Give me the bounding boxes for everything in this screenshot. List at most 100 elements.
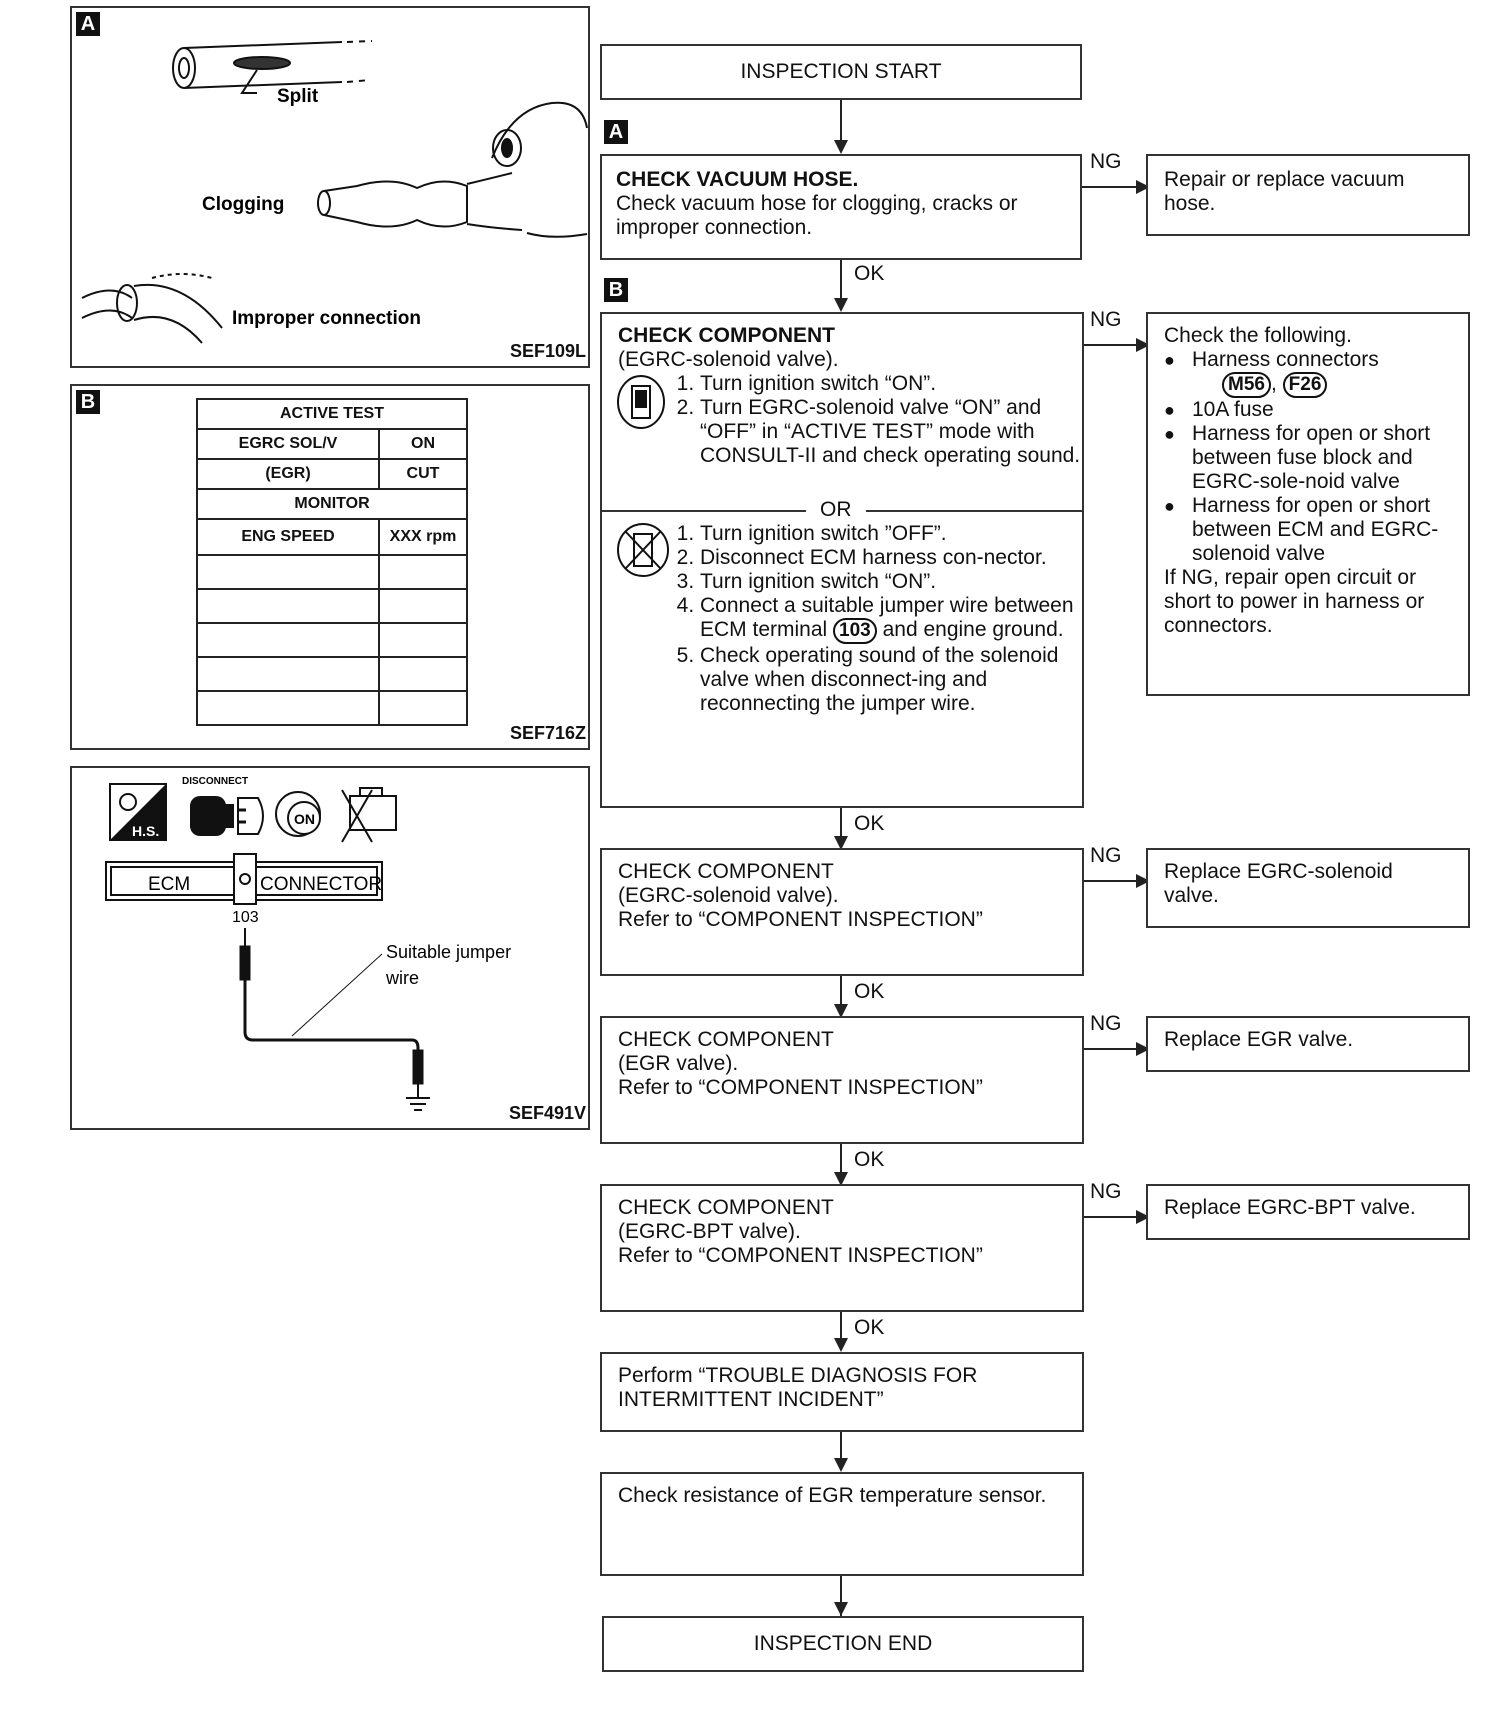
step4-line3: Refer to “COMPONENT INSPECTION”: [618, 1076, 983, 1099]
connector-m56-badge: M56: [1222, 372, 1271, 398]
check-component-solenoid-box: CHECK COMPONENT (EGRC-solenoid valve). T…: [600, 312, 1084, 808]
split-hose-drawing: [172, 40, 373, 94]
check-vacuum-hose-title: CHECK VACUUM HOSE.: [616, 168, 859, 191]
ng-label-1: NG: [1090, 150, 1122, 173]
ok-label-5: OK: [854, 1316, 885, 1339]
check-item-fuse: 10A fuse: [1164, 398, 1452, 422]
check-egr-valve-box: CHECK COMPONENT (EGR valve). Refer to “C…: [600, 1016, 1084, 1144]
or-label: OR: [806, 498, 866, 522]
hs-icon: H.S.: [109, 783, 167, 841]
ignition-on-icon: ON: [275, 791, 321, 837]
panel-c-code: SEF491V: [508, 1103, 586, 1123]
ng-label-5: NG: [1090, 1180, 1122, 1203]
replace-egrc-bpt-box: Replace EGRC-BPT valve.: [1146, 1184, 1470, 1240]
improper-connection-drawing: [81, 273, 223, 344]
consult-steps: Turn ignition switch “ON”. Turn EGRC-sol…: [670, 372, 1100, 468]
panel-a-vacuum-hose-illustration: A Split Clogging: [70, 6, 590, 368]
ecm-connector: ECM CONNECTOR 103: [105, 853, 383, 926]
jumper-label-1: Suitable jumper: [386, 942, 511, 962]
check-egrc-bpt-box: CHECK COMPONENT (EGRC-BPT valve). Refer …: [600, 1184, 1084, 1312]
check-vacuum-hose-box: CHECK VACUUM HOSE. Check vacuum hose for…: [600, 154, 1082, 260]
egrc-sol-v-cell: EGRC SOL/V: [196, 428, 380, 460]
ng-label-4: NG: [1090, 1012, 1122, 1035]
step2-subtitle: (EGRC-solenoid valve).: [618, 348, 839, 371]
jumper-wire: [239, 928, 430, 1111]
clogging-label: Clogging: [202, 194, 284, 215]
harness-connectors-text: Harness connectors: [1192, 348, 1379, 371]
hs-text: H.S.: [132, 823, 159, 839]
replace-egrc-bpt-text: Replace EGRC-BPT valve.: [1164, 1196, 1416, 1219]
consult-tester-icon: [617, 375, 665, 429]
arrow-down-icon: [834, 1602, 848, 1616]
manual-step-2: Disconnect ECM harness con-nector.: [700, 546, 1108, 570]
arrow-down-icon: [834, 1004, 848, 1018]
manual-steps: Turn ignition switch ”OFF”. Disconnect E…: [670, 522, 1108, 716]
ok-label-3: OK: [854, 980, 885, 1003]
step4-line2: (EGR valve).: [618, 1052, 739, 1075]
jumper-wire-illustration: H.S. DISCONNECT ON: [105, 776, 511, 1111]
check-following-list: Harness connectors M56, F26 10A fuse Har…: [1164, 348, 1452, 566]
connector-text: CONNECTOR: [260, 874, 382, 895]
trouble-diagnosis-box: Perform “TROUBLE DIAGNOSIS FOR INTERMITT…: [600, 1352, 1084, 1432]
improper-connection-label: Improper connection: [232, 308, 421, 329]
panel-a-badge: A: [76, 12, 100, 36]
monitor-cell: MONITOR: [196, 488, 468, 520]
manual-step-4-ground: and engine ground.: [882, 618, 1064, 641]
arrow-down-icon: [834, 1458, 848, 1472]
panel-b-code: SEF716Z: [509, 723, 586, 743]
replace-egr-valve-text: Replace EGR valve.: [1164, 1028, 1354, 1051]
check-egrc-solenoid-box: CHECK COMPONENT (EGRC-solenoid valve). R…: [600, 848, 1084, 976]
replace-egrc-solenoid-box: Replace EGRC-solenoid valve.: [1146, 848, 1470, 928]
flow-badge-a: A: [604, 120, 628, 144]
ok-label-1: OK: [854, 262, 885, 285]
check-item-harness-ecm-solenoid: Harness for open or short between ECM an…: [1164, 494, 1452, 566]
flow-badge-b: B: [604, 278, 628, 302]
jumper-label-2: wire: [385, 968, 419, 988]
on-text: ON: [294, 811, 315, 827]
check-following-footer: If NG, repair open circuit or short to p…: [1164, 566, 1425, 637]
consult-step-1: Turn ignition switch “ON”.: [700, 372, 1100, 396]
check-item-harness-fuse-solenoid: Harness for open or short between fuse b…: [1164, 422, 1452, 494]
step3-line2: (EGRC-solenoid valve).: [618, 884, 839, 907]
panel-b-badge: B: [76, 390, 100, 414]
arrow-down-icon: [834, 1338, 848, 1352]
on-cell: ON: [378, 428, 468, 460]
panel-c-jumper-wire: H.S. DISCONNECT ON: [70, 766, 590, 1130]
step4-line1: CHECK COMPONENT: [618, 1028, 834, 1051]
inspection-start-text: INSPECTION START: [740, 60, 942, 83]
replace-egrc-solenoid-text: Replace EGRC-solenoid valve.: [1164, 860, 1393, 907]
ng-label-3: NG: [1090, 844, 1122, 867]
step2-title: CHECK COMPONENT: [618, 324, 836, 347]
arrow-down-icon: [834, 836, 848, 850]
arrow-down-icon: [834, 1172, 848, 1186]
check-following-box: Check the following. Harness connectors …: [1146, 312, 1470, 696]
split-label: Split: [277, 86, 319, 107]
manual-step-5: Check operating sound of the solenoid va…: [700, 644, 1108, 716]
inspection-end-text: INSPECTION END: [753, 1632, 933, 1655]
trouble-diagnosis-text: Perform “TROUBLE DIAGNOSIS FOR INTERMITT…: [618, 1364, 978, 1411]
inspection-end-box: INSPECTION END: [602, 1616, 1084, 1672]
check-following-intro: Check the following.: [1164, 324, 1352, 347]
arrow-down-icon: [834, 140, 848, 154]
cut-cell: CUT: [378, 458, 468, 490]
step5-line1: CHECK COMPONENT: [618, 1196, 834, 1219]
manual-step-4-text: Connect a suitable jumper wire between E…: [700, 594, 1074, 641]
manual-step-1: Turn ignition switch ”OFF”.: [700, 522, 1108, 546]
check-item-harness-connectors: Harness connectors M56, F26: [1164, 348, 1452, 398]
inspection-start-box: INSPECTION START: [600, 44, 1082, 100]
active-test-title: ACTIVE TEST: [196, 398, 468, 430]
egr-cell: (EGR): [196, 458, 380, 490]
repair-vacuum-hose-text: Repair or replace vacuum hose.: [1164, 168, 1405, 215]
engine-off-icon: [341, 787, 397, 843]
step5-line2: (EGRC-BPT valve).: [618, 1220, 801, 1243]
check-vacuum-hose-body: Check vacuum hose for clogging, cracks o…: [616, 192, 1018, 239]
ok-label-4: OK: [854, 1148, 885, 1171]
ok-label-2: OK: [854, 812, 885, 835]
step3-line1: CHECK COMPONENT: [618, 860, 834, 883]
no-tester-icon: [617, 523, 669, 577]
panel-a-code: SEF109L: [509, 341, 586, 361]
step3-line3: Refer to “COMPONENT INSPECTION”: [618, 908, 983, 931]
rpm-cell: XXX rpm: [378, 518, 468, 556]
disconnect-text: DISCONNECT: [182, 776, 248, 787]
eng-speed-cell: ENG SPEED: [196, 518, 380, 556]
